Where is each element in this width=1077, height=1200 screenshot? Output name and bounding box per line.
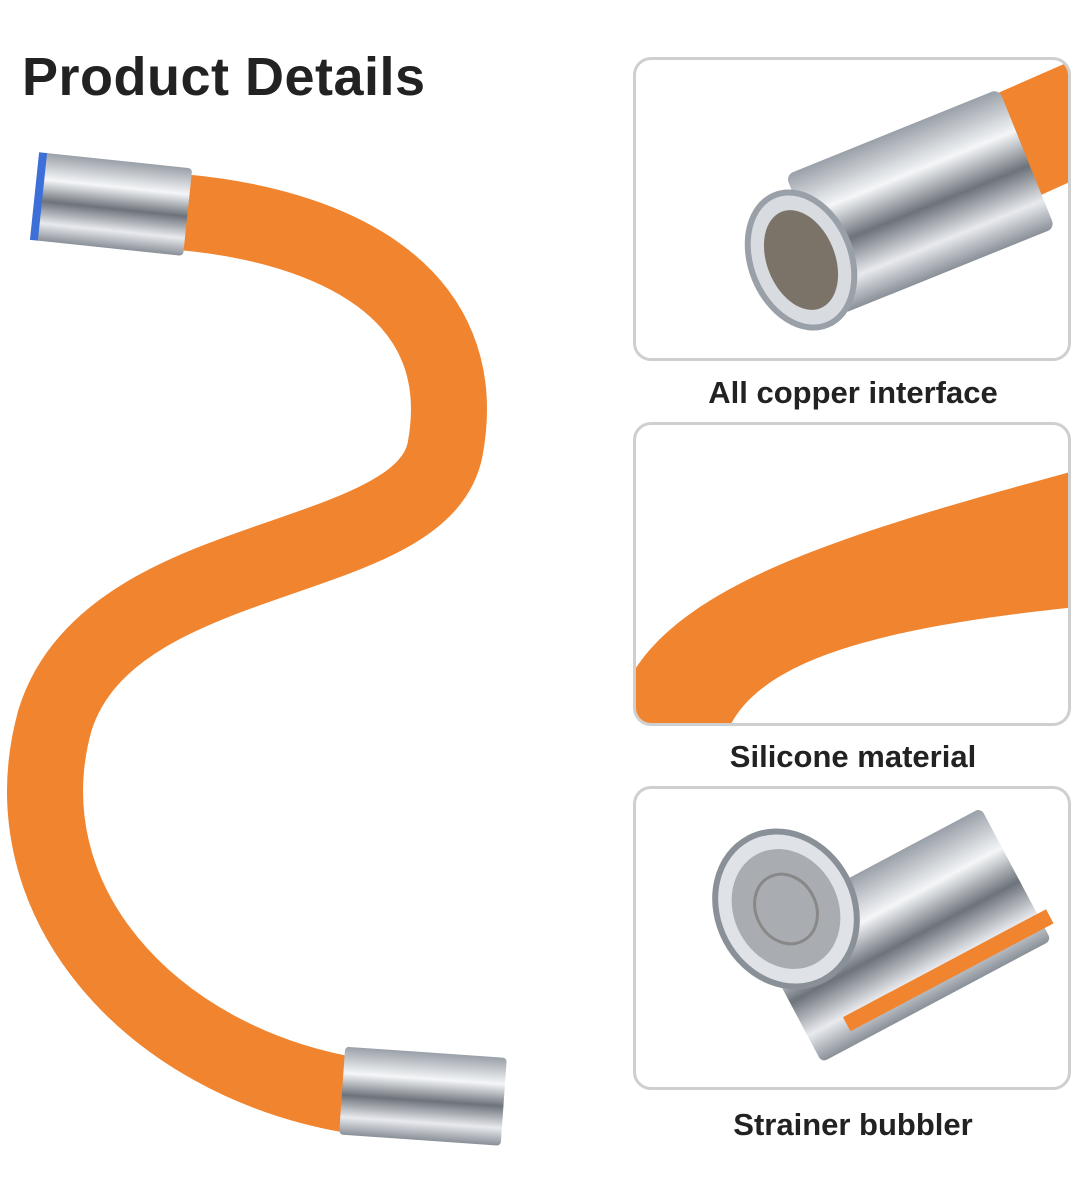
top-connector xyxy=(29,152,192,256)
feature-caption: All copper interface xyxy=(708,375,998,410)
feature-panel-silicone xyxy=(633,422,1071,726)
feature-panel-copper xyxy=(633,57,1071,361)
feature-panel-strainer xyxy=(633,786,1071,1090)
bottom-connector xyxy=(339,1046,507,1146)
flexible-hose-image xyxy=(7,152,507,1146)
silicone-hose-icon xyxy=(636,472,1068,723)
aerator-icon xyxy=(712,810,1054,1061)
feature-caption: Silicone material xyxy=(729,739,977,774)
copper-connector-icon xyxy=(744,62,1068,331)
page-title: Product Details xyxy=(22,47,426,107)
feature-caption: Strainer bubbler xyxy=(733,1107,973,1142)
